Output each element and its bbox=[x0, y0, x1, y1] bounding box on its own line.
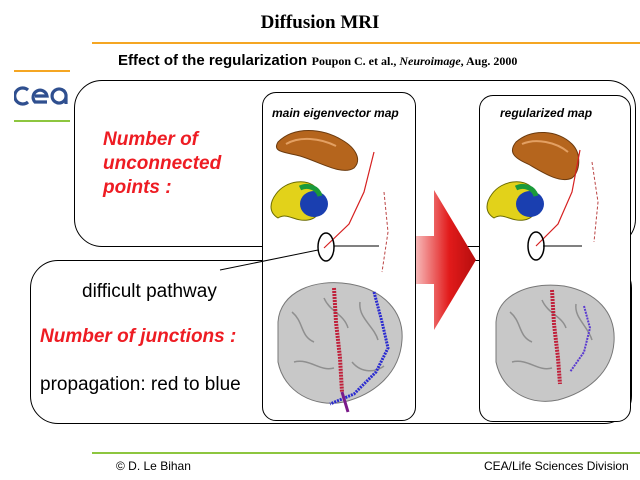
citation-date: , Aug. 2000 bbox=[460, 54, 518, 68]
transition-arrow-icon bbox=[416, 190, 476, 330]
subtitle-main: Effect of the regularization bbox=[118, 52, 308, 69]
brain-fibers-image-right bbox=[486, 131, 615, 402]
slide-subtitle: Effect of the regularization Poupon C. e… bbox=[118, 52, 517, 70]
junctions-text: Number of junctions : bbox=[40, 326, 237, 347]
logo-rule-top bbox=[14, 70, 70, 72]
unconnected-points-text: Number of unconnected points : bbox=[103, 129, 222, 198]
cea-logo bbox=[13, 80, 70, 112]
propagation-text: propagation: red to blue bbox=[40, 374, 241, 395]
logo-rule-bottom bbox=[14, 120, 70, 122]
citation-journal: Neuroimage bbox=[399, 54, 461, 68]
cea-logo-icon bbox=[13, 86, 68, 106]
panel-left-title: main eigenvector map bbox=[272, 106, 399, 120]
slide-title: Diffusion MRI bbox=[260, 12, 380, 33]
difficult-pathway-text: difficult pathway bbox=[82, 281, 217, 302]
citation-authors: Poupon C. et al., bbox=[311, 54, 397, 68]
footer-division: CEA/Life Sciences Division bbox=[484, 459, 629, 473]
panel-right-title: regularized map bbox=[500, 106, 593, 120]
footer-author: © D. Le Bihan bbox=[116, 459, 191, 473]
citation: Poupon C. et al., Neuroimage, Aug. 2000 bbox=[312, 54, 518, 68]
footer-rule bbox=[92, 452, 640, 454]
title-rule bbox=[92, 42, 640, 44]
brain-fibers-image-left bbox=[270, 130, 403, 413]
